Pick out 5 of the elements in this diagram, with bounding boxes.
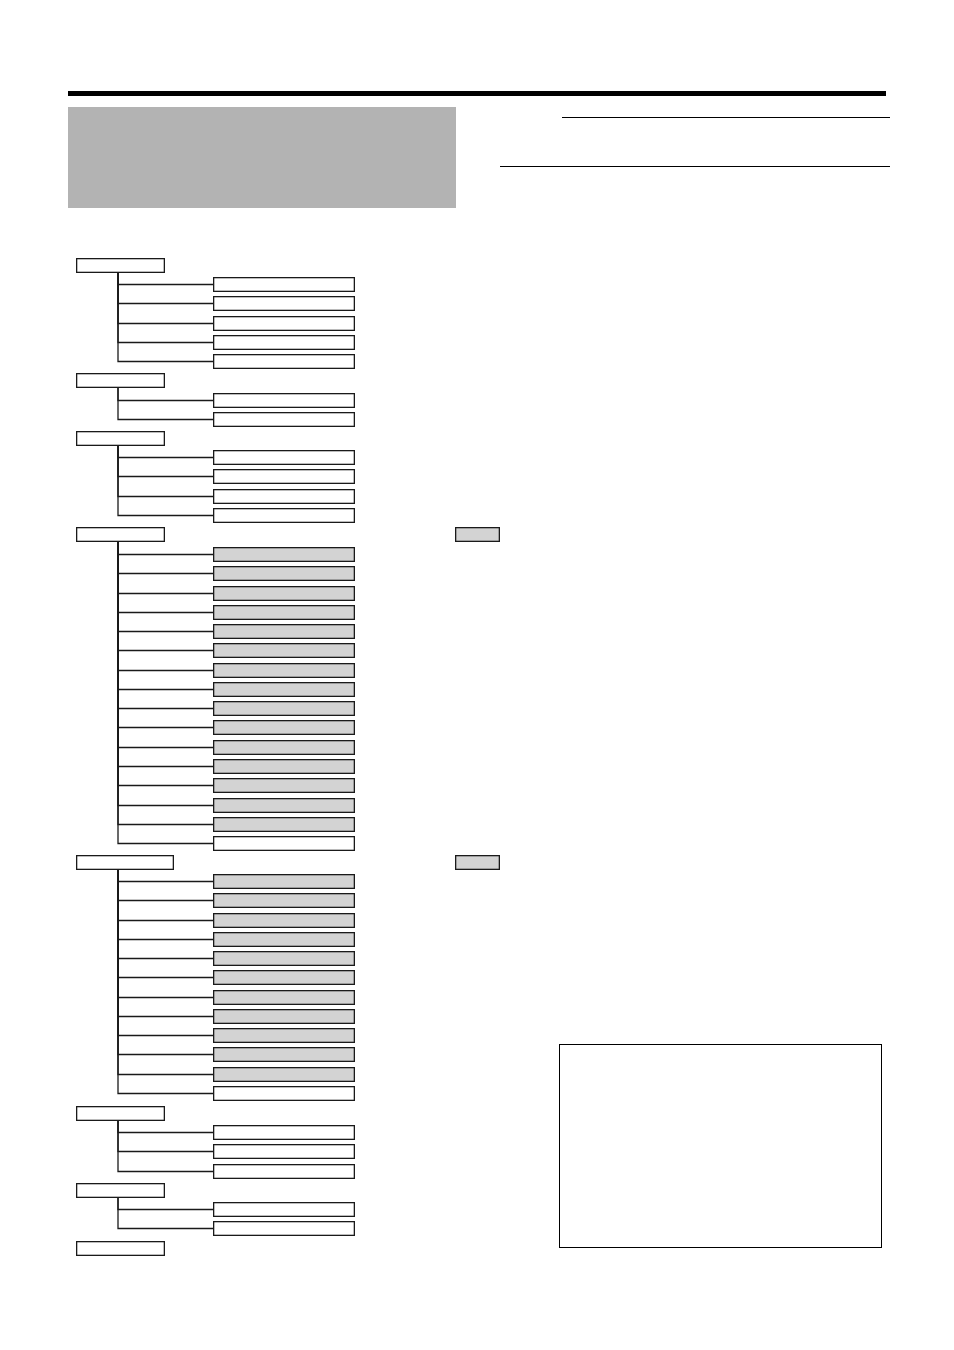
connector-line (117, 1197, 214, 1230)
connector-line (117, 1120, 214, 1173)
connector-line (117, 445, 214, 517)
connector-line (117, 272, 214, 363)
connector-line (117, 387, 214, 421)
